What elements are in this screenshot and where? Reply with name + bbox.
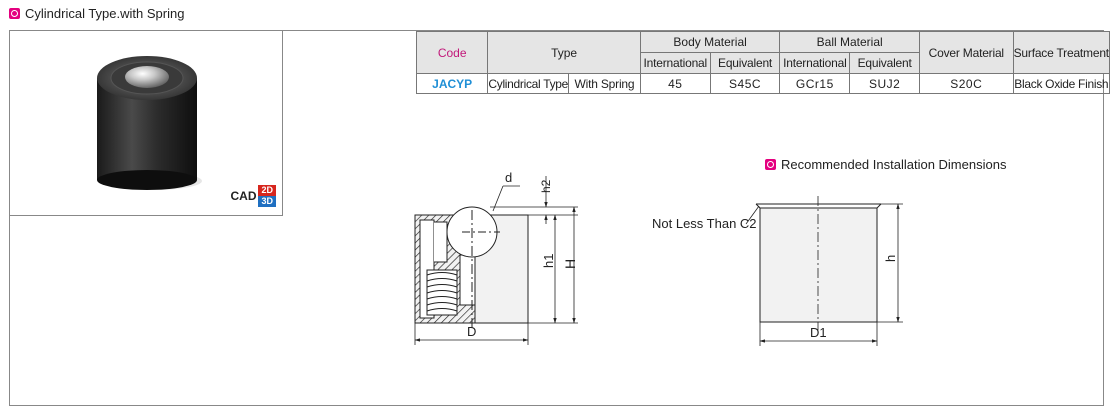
code-header: Code [415,31,489,74]
ball-material-header: Ball Material [779,31,920,53]
content-frame [9,30,1104,406]
label-h2: h2 [539,179,553,193]
type-header: Type [487,31,641,74]
label-H: H [562,259,578,269]
label-h: h [883,255,898,262]
ball-equivalent-header: Equivalent [849,52,920,74]
cad-2d-badge[interactable]: 2D [258,185,276,196]
label-d: d [505,170,512,185]
table-row: JACYP Cylindrical Type With Spring 45 S4… [415,73,1110,94]
body-equivalent-header: Equivalent [709,52,781,74]
body-equivalent-cell: S45C [709,73,781,94]
code-cell[interactable]: JACYP [415,73,489,94]
surface-treatment-cell: Black Oxide Finish [1012,73,1110,94]
type-cell-1: Cylindrical Type [487,73,570,94]
cad-download-badge[interactable]: CAD 2D 3D [230,185,276,207]
ball-transfer-section-drawing [414,206,529,330]
cover-material-header: Cover Material [918,31,1014,74]
recommended-title: Recommended Installation Dimensions [781,157,1007,172]
label-D1: D1 [810,325,827,340]
spec-table: Code Type Body Material Ball Material Co… [415,31,1110,94]
installation-hole-drawing [755,196,882,330]
type-cell-2: With Spring [568,73,641,94]
body-international-cell: 45 [639,73,711,94]
product-photo [97,56,202,190]
section-title: Cylindrical Type.with Spring [25,6,185,21]
label-D: D [467,324,476,339]
cover-material-cell: S20C [918,73,1014,94]
ball-international-cell: GCr15 [779,73,851,94]
cad-label: CAD [230,189,257,203]
recommended-header: Recommended Installation Dimensions [765,157,1006,172]
bullet-icon [765,159,776,170]
label-chamfer: Not Less Than C2 [652,216,757,231]
product-photo-box: CAD 2D 3D [9,30,283,216]
cad-3d-badge[interactable]: 3D [258,196,276,207]
ball-international-header: International [779,52,851,74]
section-header: Cylindrical Type.with Spring [9,6,184,21]
label-h1: h1 [541,254,556,268]
surface-treatment-header: Surface Treatment [1012,31,1110,74]
bullet-icon [9,8,20,19]
body-material-header: Body Material [639,31,781,53]
